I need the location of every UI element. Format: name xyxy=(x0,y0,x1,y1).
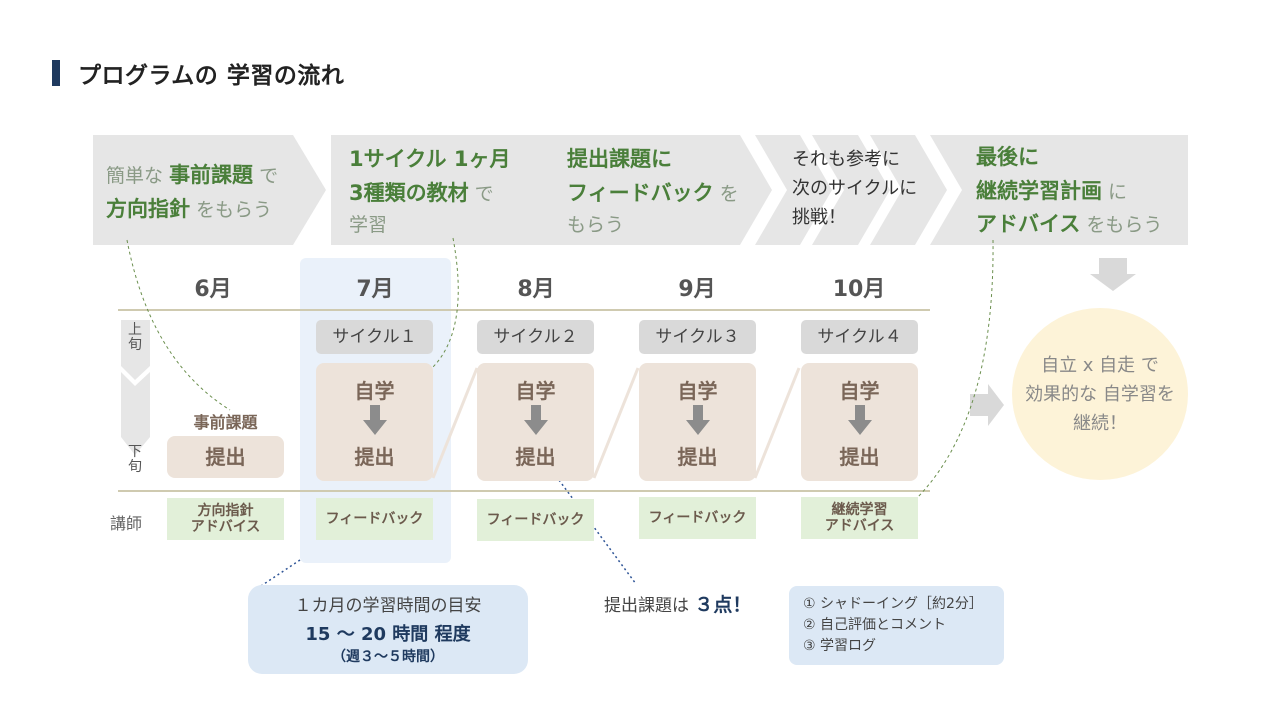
result-ellipse xyxy=(1012,308,1188,480)
chevron-1 xyxy=(93,135,326,245)
feedback-box-3: フィードバック xyxy=(477,499,594,541)
period-arrow-notch xyxy=(121,366,150,386)
time-note-hours: 15 〜 20 時間 程度 xyxy=(305,624,471,645)
time-note-weekly: （週３〜５時間） xyxy=(332,649,444,665)
pre-task-submit: 提出 xyxy=(167,436,284,478)
study-self-label: 自学 xyxy=(515,379,556,403)
chevron-1-text: 簡単な 事前課題 で 方向指針 をもらう xyxy=(106,163,279,221)
chevron-5-text: 最後に 継続学習計画 に アドバイス をもらう xyxy=(976,145,1163,237)
chevron-3 xyxy=(755,135,832,245)
study-box-2: 自学 提出 xyxy=(477,363,594,481)
cycle-tag-4: サイクル４ xyxy=(801,320,918,354)
month-jul: 7月 xyxy=(356,277,394,302)
task-list: ① シャドーイング［約2分］ ② 自己評価とコメント ③ 学習ログ xyxy=(789,586,1004,665)
feedback-box-5: 継続学習 アドバイス xyxy=(801,497,918,539)
time-note-title: １カ月の学習時間の目安 xyxy=(294,596,482,616)
study-box-4: 自学 提出 xyxy=(801,363,918,481)
period-arrow xyxy=(121,320,150,455)
pre-task-label: 事前課題 xyxy=(193,413,258,432)
down-arrow-icon xyxy=(847,405,872,435)
task-item-2: ② 自己評価とコメント xyxy=(803,617,947,633)
page-title: プログラムの 学習の流れ xyxy=(78,63,345,89)
study-submit-label: 提出 xyxy=(515,445,556,469)
down-arrow-icon xyxy=(523,405,548,435)
study-box-3: 自学 提出 xyxy=(639,363,756,481)
dash-line-2 xyxy=(431,237,459,369)
chevron-3-text: 提出課題に フィードバック を もらう xyxy=(567,147,739,237)
feedback-box-1: 方向指針 アドバイス xyxy=(167,498,284,540)
month-sep: 9月 xyxy=(678,277,716,302)
time-note: １カ月の学習時間の目安 15 〜 20 時間 程度 （週３〜５時間） xyxy=(248,585,528,674)
dot-line-1 xyxy=(257,559,301,589)
period-lower-label: 下旬 xyxy=(128,444,142,475)
chevron-4 xyxy=(812,135,890,245)
connector-1 xyxy=(431,367,479,479)
connector-3 xyxy=(753,367,801,479)
chevron-4-text: それも参考に 次のサイクルに 挑戦！ xyxy=(792,149,918,228)
month-aug: 8月 xyxy=(517,277,555,302)
dash-line-1 xyxy=(126,239,231,411)
result-text: 自立 x 自走 で 効果的な 自学習を 継続！ xyxy=(1025,355,1175,434)
study-self-label: 自学 xyxy=(839,379,880,403)
cycle-tag-3: サイクル３ xyxy=(639,320,756,354)
study-box-1: 自学 提出 xyxy=(316,363,433,481)
right-arrow xyxy=(970,384,1004,426)
study-submit-label: 提出 xyxy=(354,445,395,469)
feedback-box-2: フィードバック xyxy=(316,498,433,540)
month-oct: 10月 xyxy=(832,277,886,302)
chevron-2 xyxy=(331,135,772,245)
chevron-6 xyxy=(930,135,1188,245)
month-jun: 6月 xyxy=(194,277,232,302)
chevron-5 xyxy=(870,135,947,245)
study-self-label: 自学 xyxy=(354,379,395,403)
cycle-tag-1: サイクル１ xyxy=(316,320,433,354)
dash-line-3 xyxy=(914,239,994,501)
down-arrow-icon xyxy=(362,405,387,435)
down-arrow xyxy=(1090,258,1136,291)
down-arrow-icon xyxy=(685,405,710,435)
task-item-1: ① シャドーイング［約2分］ xyxy=(803,596,983,612)
study-self-label: 自学 xyxy=(677,379,718,403)
task-count: 提出課題は ３点！ xyxy=(604,594,752,616)
period-upper-label: 上旬 xyxy=(128,322,142,353)
connector-2 xyxy=(592,367,640,479)
feedback-box-4: フィードバック xyxy=(639,497,756,539)
title-accent-bar xyxy=(52,60,60,86)
study-submit-label: 提出 xyxy=(677,445,718,469)
task-item-3: ③ 学習ログ xyxy=(803,638,877,654)
instructor-label: 講師 xyxy=(110,514,143,533)
study-submit-label: 提出 xyxy=(839,445,880,469)
chevron-2-text: 1サイクル 1ヶ月 3種類の教材 で 学習 xyxy=(349,147,511,237)
cycle-tag-2: サイクル２ xyxy=(477,320,594,354)
